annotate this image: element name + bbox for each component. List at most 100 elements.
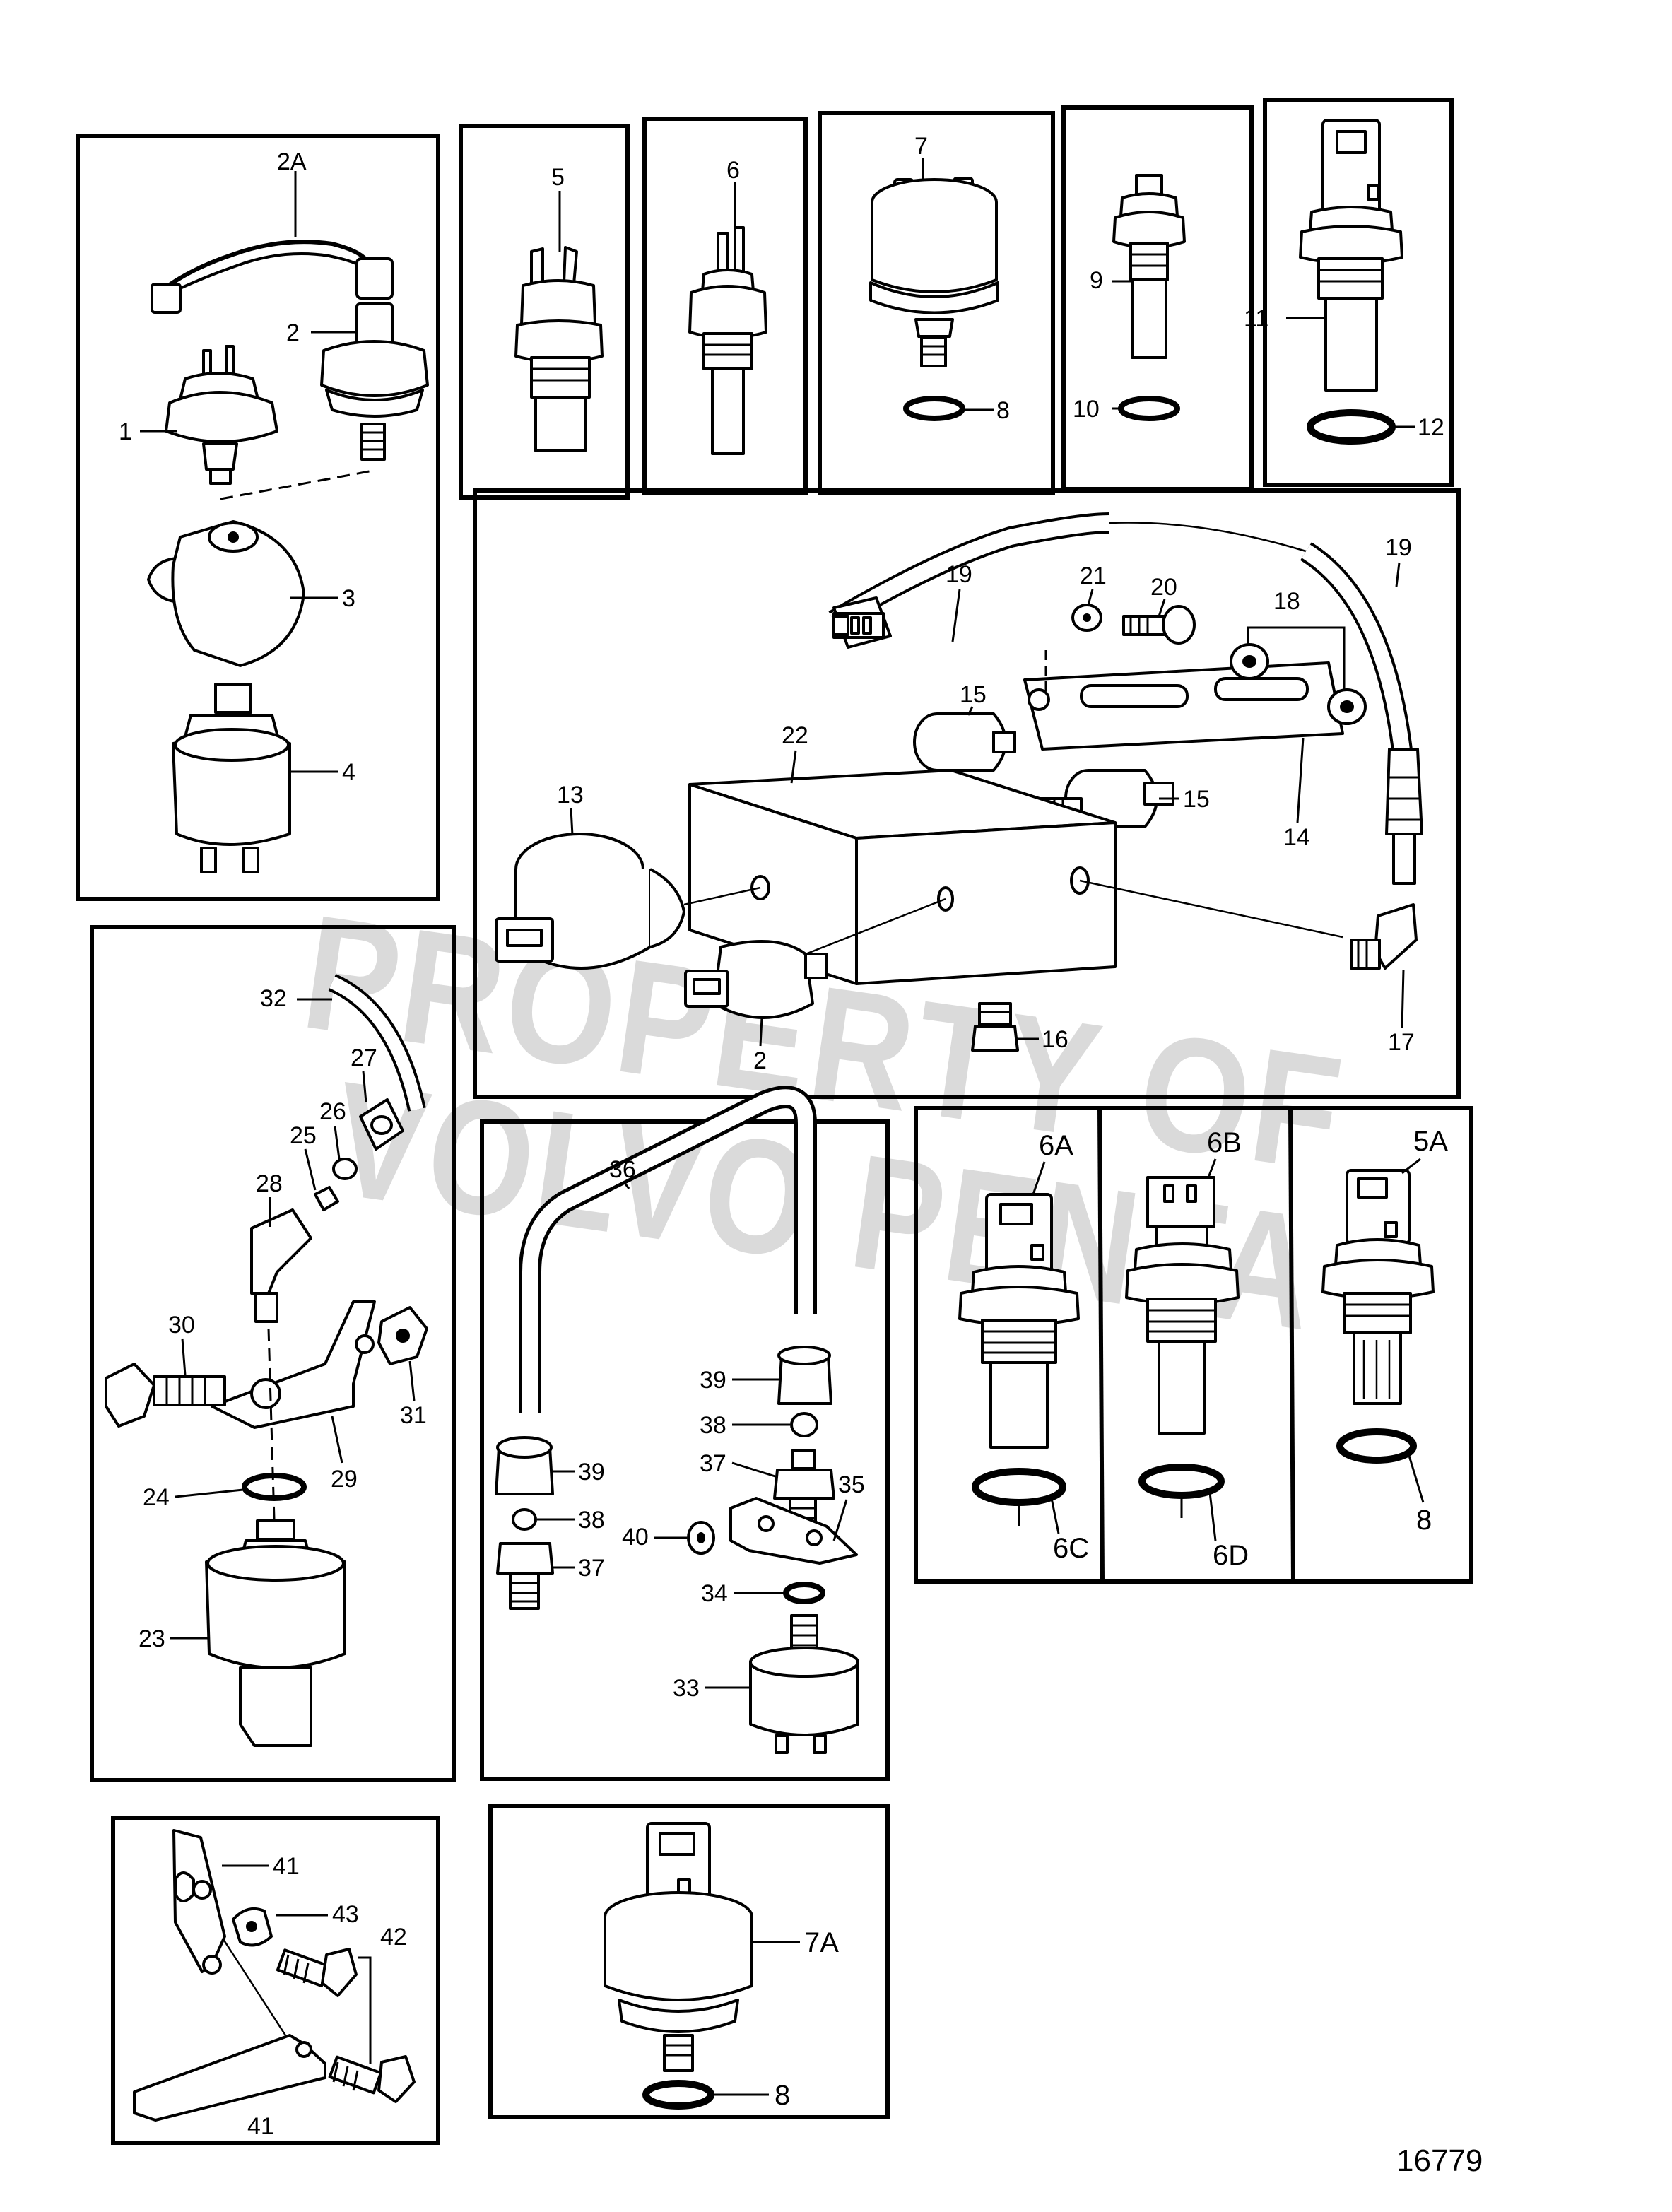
assembly-line-23	[267, 1328, 276, 1520]
callout-42: 42	[380, 1924, 407, 1951]
callout-38-right: 38	[700, 1412, 726, 1439]
callout-15-lower: 15	[1183, 786, 1210, 813]
bracket-41	[133, 1829, 326, 2122]
pressure-switch-1	[165, 345, 278, 485]
callout-8-top: 8	[996, 397, 1010, 424]
callout-2-manifold: 2	[753, 1047, 767, 1074]
panel-divider-2	[1288, 1109, 1295, 1581]
sender-11	[1299, 119, 1403, 445]
callout-8-7a: 8	[775, 2080, 790, 2111]
callout-25: 25	[290, 1122, 317, 1149]
callout-6c: 6C	[1053, 1533, 1089, 1564]
panel-remote-oil-sender	[90, 925, 456, 1782]
callout-41-lower: 41	[247, 2113, 274, 2140]
callout-36: 36	[609, 1156, 636, 1183]
callout-28: 28	[256, 1170, 283, 1197]
panel-sender-6	[642, 117, 808, 495]
screw-42-lower	[328, 2055, 416, 2103]
callout-13: 13	[557, 782, 584, 808]
callout-17: 17	[1388, 1029, 1415, 1056]
panel-oil-pressure-switch	[76, 134, 440, 901]
callout-7: 7	[914, 133, 928, 160]
panel-sender-5	[459, 124, 630, 500]
manifold-assembly-line-center	[805, 898, 946, 955]
manifold-block-22	[688, 769, 1117, 985]
hose-connection-line	[1109, 522, 1307, 553]
callout-39-left: 39	[578, 1459, 605, 1486]
nut-27	[359, 1098, 404, 1151]
callout-19-left: 19	[946, 561, 972, 588]
callout-35: 35	[838, 1471, 865, 1498]
washer-21	[1071, 604, 1102, 632]
callout-41-upper: 41	[273, 1853, 300, 1880]
screw-42-upper	[276, 1948, 358, 1997]
pipe-36	[519, 1086, 817, 1413]
hose-19-left	[828, 512, 1110, 649]
oil-pressure-sender-4	[172, 683, 291, 873]
callout-39-right: 39	[700, 1367, 726, 1394]
callout-43: 43	[332, 1901, 359, 1928]
screw-20	[1122, 605, 1196, 645]
sender-5	[514, 246, 604, 452]
olive-26	[332, 1158, 358, 1180]
callout-5a: 5A	[1413, 1126, 1448, 1157]
callout-7a: 7A	[804, 1927, 839, 1958]
panel-sender-7a	[488, 1804, 890, 2119]
callout-12: 12	[1418, 414, 1444, 441]
bracket-14	[1023, 650, 1344, 751]
union-37-left	[496, 1542, 554, 1610]
pressure-switch-2-top	[320, 302, 429, 461]
sender-7	[869, 177, 999, 421]
callout-6: 6	[726, 157, 740, 184]
panel-sensor-manifold	[473, 488, 1461, 1099]
bracket-29	[211, 1300, 376, 1429]
drawing-number: 16779	[1396, 2143, 1483, 2178]
bracket-35	[729, 1497, 858, 1565]
oil-pressure-sender-23	[205, 1519, 346, 1747]
callout-1: 1	[119, 418, 132, 445]
olive-38-right	[790, 1412, 818, 1437]
callout-11: 11	[1244, 305, 1268, 332]
sender-33	[749, 1614, 859, 1754]
assembly-line-1-3	[220, 469, 374, 500]
callout-6b: 6B	[1207, 1127, 1242, 1158]
sender-5a	[1321, 1169, 1435, 1464]
callout-2a: 2A	[277, 148, 307, 175]
bolt-30	[105, 1363, 226, 1428]
callout-9: 9	[1090, 267, 1103, 294]
sender-6a	[958, 1193, 1080, 1526]
plug-16	[971, 1002, 1019, 1052]
callout-23: 23	[139, 1625, 165, 1652]
adapter-3	[147, 520, 305, 667]
callout-40: 40	[622, 1524, 649, 1551]
callout-6a: 6A	[1039, 1130, 1073, 1161]
callout-3: 3	[342, 585, 355, 612]
nut-39-left	[495, 1436, 554, 1495]
panel-pipe-sender	[480, 1119, 890, 1781]
callout-32: 32	[260, 985, 287, 1012]
callout-33: 33	[673, 1675, 700, 1702]
washer-34	[783, 1582, 825, 1604]
sender-6b	[1125, 1176, 1240, 1518]
sender-6	[688, 226, 767, 455]
insert-25	[314, 1186, 339, 1211]
callout-14: 14	[1283, 824, 1310, 851]
pressure-switch-2-manifold	[684, 940, 828, 1019]
callout-19-right: 19	[1385, 534, 1412, 561]
callout-22: 22	[782, 722, 808, 749]
callout-20: 20	[1150, 574, 1177, 601]
callout-16: 16	[1042, 1026, 1068, 1053]
grommets-18	[1230, 643, 1367, 725]
callout-4: 4	[342, 759, 355, 786]
manifold-assembly-line-right	[1079, 879, 1343, 939]
callout-6d: 6D	[1213, 1540, 1249, 1571]
callout-26: 26	[319, 1098, 346, 1125]
callout-2: 2	[286, 319, 300, 346]
callout-8-5a: 8	[1416, 1505, 1432, 1536]
callout-27: 27	[351, 1045, 377, 1071]
manifold-assembly-line-left	[683, 886, 761, 906]
harness-2a	[151, 240, 394, 314]
hose-19-right	[1300, 542, 1423, 885]
elbow-28	[250, 1208, 312, 1323]
